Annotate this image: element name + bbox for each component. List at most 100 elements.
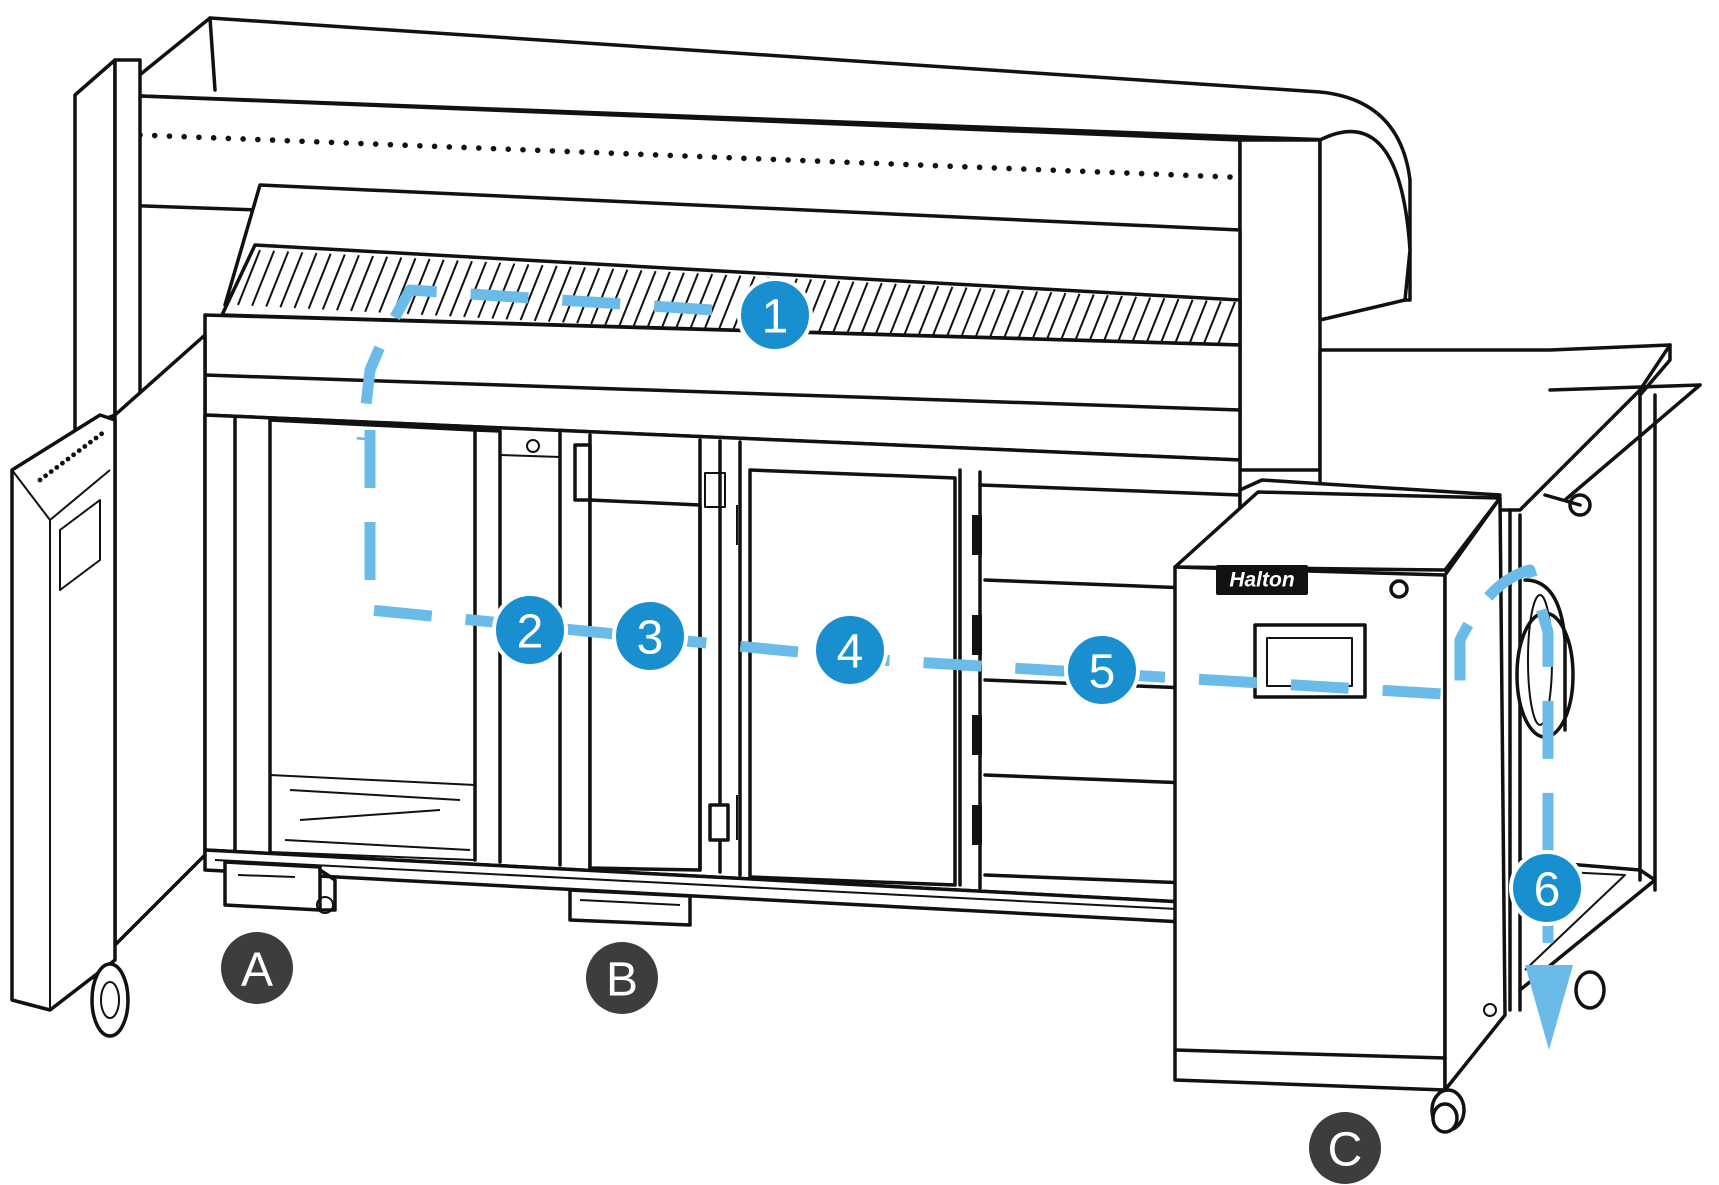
flow-step-badge-2: 2: [492, 592, 568, 668]
door-vent-dot: [65, 456, 71, 462]
airflow-segment-top: [356, 284, 713, 441]
perforation-dot: [328, 139, 335, 146]
airflow-segment-main: [364, 430, 1554, 950]
component-badge-B: B: [586, 942, 658, 1014]
perforation-dot: [1183, 172, 1189, 179]
perforation-dot: [225, 135, 232, 142]
component-badge-A: A: [221, 932, 293, 1004]
left-open-door: [10, 333, 207, 1012]
perforation-dot: [1094, 169, 1101, 175]
perforation-dot: [726, 154, 732, 161]
brand-logo-plate: [1216, 565, 1308, 595]
filter-slat: [519, 264, 544, 321]
filter-slat: [660, 272, 685, 328]
filter-slat: [547, 266, 572, 322]
flow-step-label: 4: [837, 626, 864, 679]
perforation-dot: [1020, 166, 1027, 172]
filter-slat: [307, 253, 332, 310]
perforation-dot: [1212, 173, 1219, 180]
filter-slat: [251, 250, 276, 307]
perforation-dot: [431, 143, 438, 150]
perforation-dot: [1153, 171, 1160, 177]
filter-slat: [604, 269, 629, 325]
component-label: A: [241, 944, 273, 997]
perforation-dot: [917, 162, 924, 168]
main-cabinet: [203, 413, 1242, 927]
perforation-dot: [564, 148, 570, 155]
perforation-dot: [608, 150, 615, 156]
component-circle: [586, 942, 658, 1014]
flow-step-badge-4: 4: [812, 612, 888, 688]
filtration-unit: Halton: [1173, 478, 1507, 1134]
perforation-dot: [549, 148, 556, 154]
hood-canopy: [73, 16, 1412, 472]
perforation-dot: [770, 156, 777, 163]
perforation-dot: [299, 138, 305, 145]
perforation-dot: [1035, 166, 1042, 173]
perforation-dot: [1050, 167, 1057, 173]
perforation-dot: [417, 142, 423, 149]
filter-slat: [689, 273, 714, 330]
perforation-dot: [402, 142, 408, 149]
perforation-dot: [166, 133, 173, 139]
perforation-dot: [196, 134, 202, 141]
perforation-dot: [534, 147, 541, 154]
grease-filter-bank: [203, 183, 1242, 462]
perforation-dot: [475, 145, 482, 151]
perforation-dot: [858, 160, 865, 166]
perforation-dot: [1138, 170, 1145, 177]
filter-slat: [957, 288, 982, 344]
door-vent-dot: [82, 444, 88, 449]
perforation-dot: [372, 141, 379, 147]
filter-slat: [618, 269, 643, 326]
perforation-dot: [829, 158, 836, 165]
flow-step-circle: [1509, 850, 1585, 926]
filter-slat: [675, 272, 699, 329]
filter-slat: [872, 283, 897, 340]
filter-slat: [929, 286, 954, 343]
perforation-dot: [976, 164, 983, 171]
perforation-dot: [932, 162, 939, 169]
perforation-dot: [800, 157, 806, 164]
perforation-dot: [947, 163, 953, 170]
perforation-dot: [903, 161, 909, 168]
perforation-dot: [520, 146, 526, 153]
flow-step-label: 6: [1534, 864, 1561, 917]
flow-step-circle: [812, 612, 888, 688]
filter-slat: [717, 275, 742, 331]
brand-logo: Halton: [1229, 569, 1294, 592]
filter-slat: [378, 257, 403, 313]
flow-step-badge-3: 3: [612, 598, 688, 674]
door-vent-dot: [54, 465, 60, 470]
perforation-dot: [755, 156, 762, 162]
perforation-dot: [814, 158, 821, 164]
perforation-dot: [269, 137, 276, 143]
filter-slat: [350, 255, 374, 312]
flow-step-badges: 1 2 3 4 5 6: [492, 277, 1585, 926]
flow-step-label: 1: [762, 291, 789, 344]
filter-slat: [449, 260, 473, 317]
perforation-dot: [1079, 168, 1086, 175]
perforation-dot: [446, 144, 453, 150]
door-vent-dot: [71, 452, 76, 458]
filter-slat: [434, 260, 459, 316]
door-vent-dot: [88, 439, 93, 445]
perforation-dot: [343, 140, 350, 146]
perforation-dot: [1006, 165, 1012, 172]
filter-slat: [985, 289, 1010, 346]
perforation-dot: [873, 160, 880, 167]
perforation-dot: [284, 137, 291, 144]
door-vent-dot: [76, 448, 82, 453]
airflow-arrow-head: [1525, 965, 1573, 1050]
perforation-dot: [387, 141, 394, 148]
flow-step-label: 3: [637, 612, 664, 665]
perforation-dot: [785, 157, 791, 163]
component-circle: [1309, 1112, 1381, 1184]
flow-step-label: 5: [1089, 646, 1116, 699]
flow-step-circle: [612, 598, 688, 674]
filter-slat: [646, 271, 671, 328]
component-badge-C: C: [1309, 1112, 1381, 1184]
perforation-dot: [741, 155, 747, 162]
perforation-row: [137, 132, 1233, 180]
